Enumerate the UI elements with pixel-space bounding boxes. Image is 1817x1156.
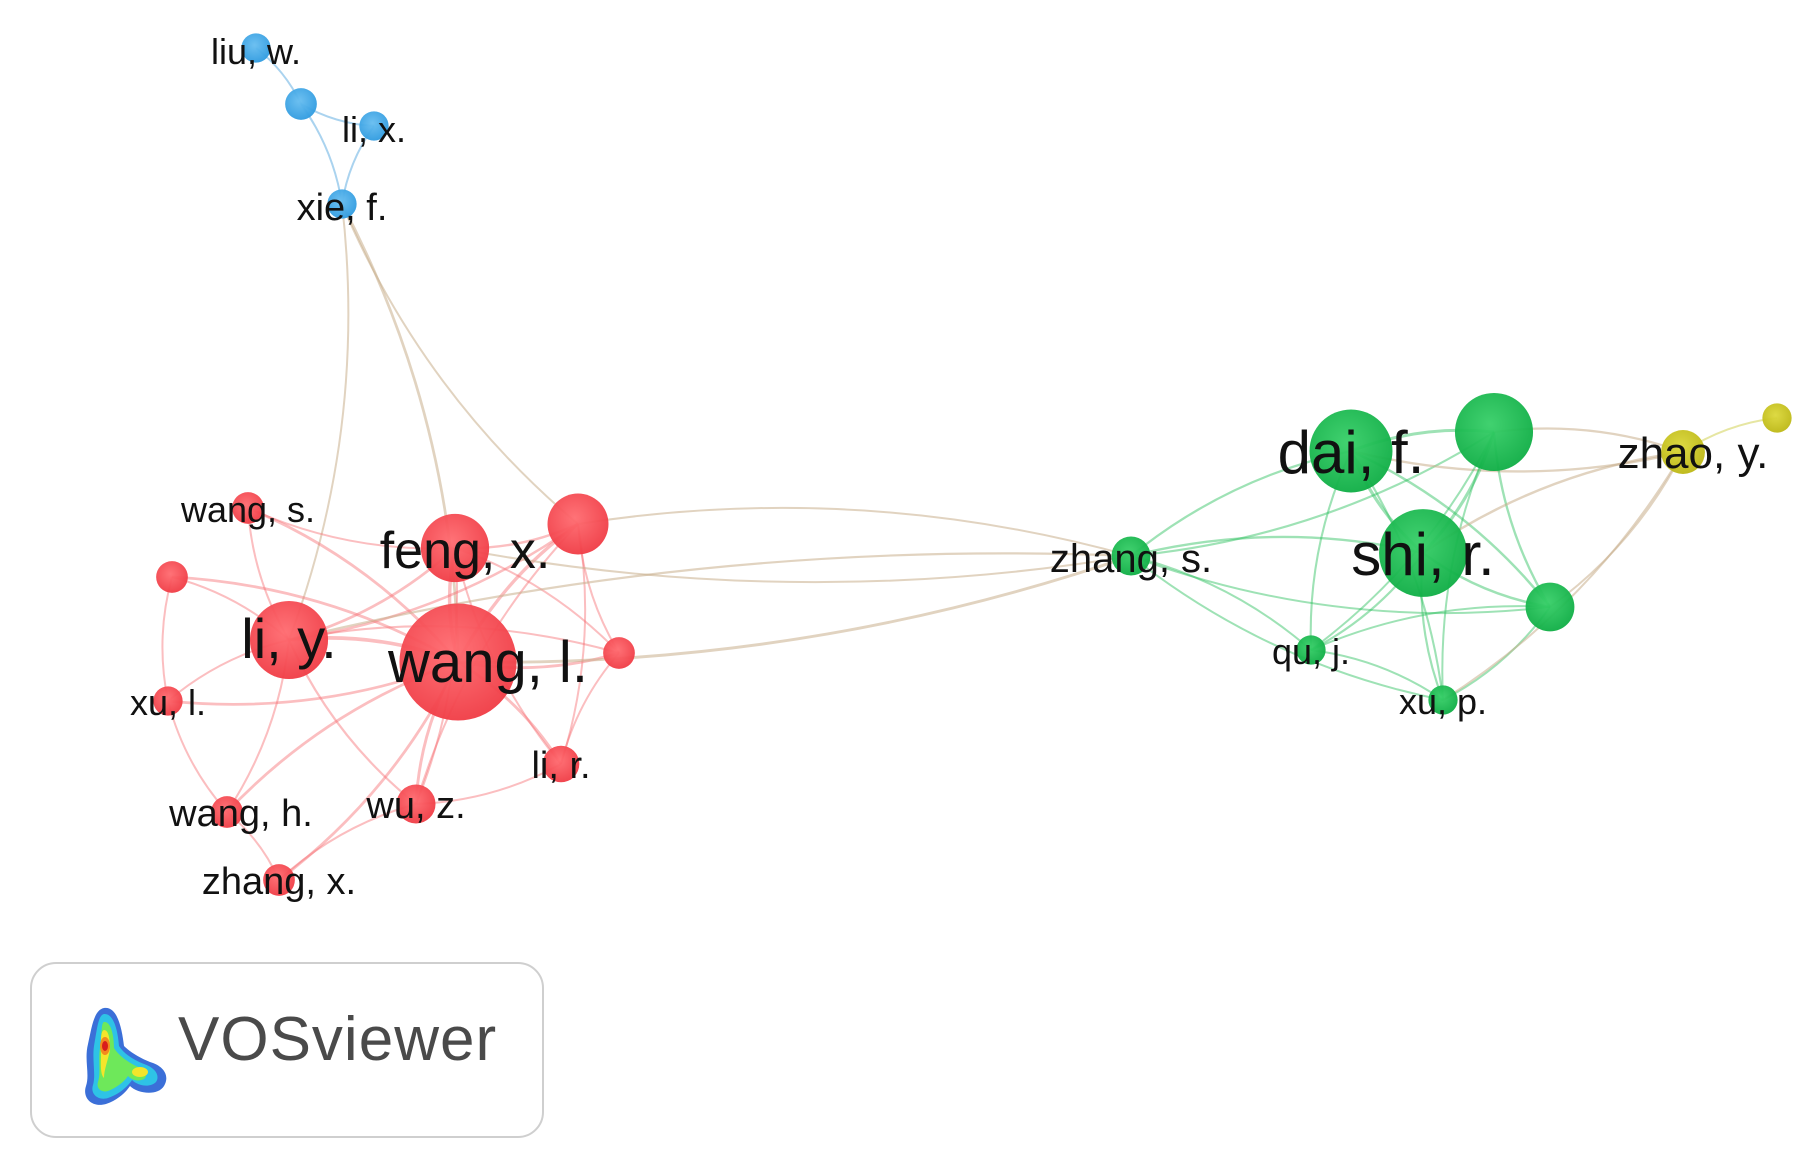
link-feng_x-zhang_s (454, 547, 1132, 584)
node-wang_l[interactable] (399, 603, 517, 721)
node-label-wang_s: wang, s. (180, 489, 315, 530)
links-layer (161, 47, 1778, 882)
link-xie_f-r_top (341, 203, 579, 525)
link-r_top-li_y (288, 522, 579, 642)
link-xie_f-wang_l (340, 203, 460, 663)
node-b2[interactable] (285, 88, 317, 120)
node-r_right[interactable] (603, 637, 635, 669)
node-zhang_x[interactable] (263, 864, 295, 896)
node-qu_j[interactable] (1296, 635, 1326, 665)
node-label-shi_r: shi, r. (1351, 521, 1494, 588)
link-r_top-li_r (560, 523, 587, 765)
vosviewer-logo-text: VOSviewer (178, 1005, 498, 1074)
node-label-zhang_s: zhang, s. (1050, 537, 1212, 581)
link-r_top-zhang_s (577, 506, 1132, 557)
node-label-xu_l: xu, l. (130, 682, 206, 723)
node-g_top[interactable] (1454, 392, 1534, 472)
node-zhao_y[interactable] (1661, 430, 1705, 474)
node-label-xu_p: xu, p. (1399, 681, 1487, 722)
node-label-qu_j: qu, j. (1272, 631, 1350, 672)
link-zhang_s-xu_p (1130, 555, 1444, 701)
node-g_right[interactable] (1525, 582, 1575, 632)
link-li_y-zhang_s (288, 552, 1132, 642)
node-label-li_y: li, y. (241, 607, 336, 670)
labels-layer: liu, w. li, x. xie, f. wang, s. feng, x. li, … (130, 31, 1768, 903)
node-dai_f[interactable] (1309, 409, 1393, 493)
node-label-li_x: li, x. (342, 109, 406, 150)
node-zhang_s[interactable] (1111, 536, 1151, 576)
link-zhang_s-g_top (1130, 431, 1495, 558)
node-li_r[interactable] (542, 745, 580, 783)
node-xu_p[interactable] (1428, 685, 1458, 715)
link-dai_f-zhao_y (1350, 449, 1684, 473)
node-feng_x[interactable] (420, 513, 490, 583)
link-xie_f-li_y (288, 203, 350, 641)
link-g_right-zhao_y (1549, 451, 1684, 608)
node-r_left[interactable] (156, 561, 188, 593)
link-xu_p-zhao_y (1442, 451, 1684, 701)
node-label-wang_l: wang, l. (387, 630, 588, 695)
link-zhang_s-g_right (1130, 555, 1551, 615)
node-li_x[interactable] (359, 111, 389, 141)
node-label-feng_x: feng, x. (380, 522, 551, 580)
node-xu_l[interactable] (153, 686, 183, 716)
node-liu_w[interactable] (241, 33, 271, 63)
link-g_right-qu_j (1310, 605, 1551, 651)
node-label-dai_f: dai, f. (1278, 419, 1425, 486)
node-label-wu_z: wu, z. (365, 785, 465, 827)
node-label-zhao_y: zhao, y. (1618, 429, 1769, 478)
node-label-zhang_x: zhang, x. (202, 861, 356, 903)
node-label-liu_w: liu, w. (211, 31, 301, 72)
node-wang_s[interactable] (232, 492, 264, 524)
link-qu_j-xu_p (1310, 649, 1444, 701)
node-label-xie_f: xie, f. (297, 187, 388, 229)
node-li_y[interactable] (249, 600, 329, 680)
vosviewer-density-icon (85, 1007, 167, 1105)
node-wang_h[interactable] (211, 796, 243, 828)
node-shi_r[interactable] (1379, 509, 1467, 597)
vosviewer-logo: VOSviewer (30, 962, 544, 1138)
node-label-wang_h: wang, h. (168, 793, 313, 835)
node-y_right[interactable] (1762, 403, 1792, 433)
node-r_top[interactable] (547, 493, 609, 555)
node-label-li_r: li, r. (531, 745, 590, 787)
link-zhang_s-qu_j (1130, 555, 1312, 651)
node-wu_z[interactable] (396, 784, 436, 824)
link-wang_l-zhang_s (457, 554, 1132, 664)
node-xie_f[interactable] (327, 189, 357, 219)
nodes-layer (153, 33, 1792, 896)
